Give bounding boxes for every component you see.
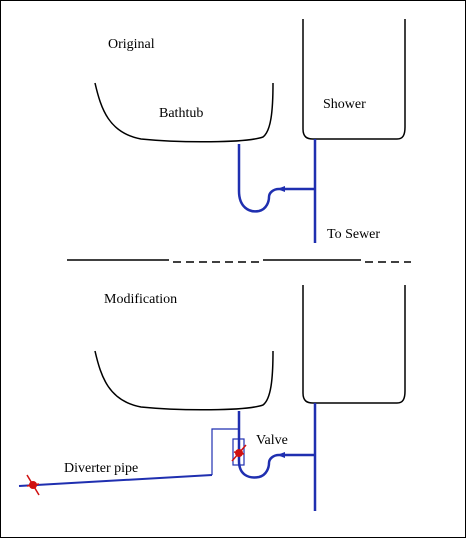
bathtub-outline-modified — [94, 350, 274, 411]
label-modification: Modification — [104, 292, 178, 307]
label-bathtub: Bathtub — [159, 106, 204, 121]
valve-handle-icon — [231, 444, 247, 462]
flow-arrow-original — [277, 186, 285, 192]
label-shower: Shower — [323, 97, 366, 112]
valve-body — [232, 438, 245, 466]
diverter-valve-handle-icon — [26, 474, 40, 496]
label-original: Original — [108, 37, 155, 52]
bathtub-outline-original — [94, 82, 274, 143]
label-diverter-pipe: Diverter pipe — [64, 461, 139, 476]
label-valve: Valve — [256, 433, 288, 448]
shower-outline-original — [302, 19, 406, 140]
diverter-branch — [211, 428, 239, 475]
bathtub-drain-pipe-modified — [237, 411, 315, 479]
shower-outline-modified — [302, 285, 406, 404]
flow-arrow-modified — [277, 452, 285, 458]
bathtub-drain-pipe-original — [237, 144, 315, 213]
diverter-pipe — [18, 474, 213, 487]
section-divider — [67, 259, 411, 263]
label-to-sewer: To Sewer — [327, 227, 381, 242]
